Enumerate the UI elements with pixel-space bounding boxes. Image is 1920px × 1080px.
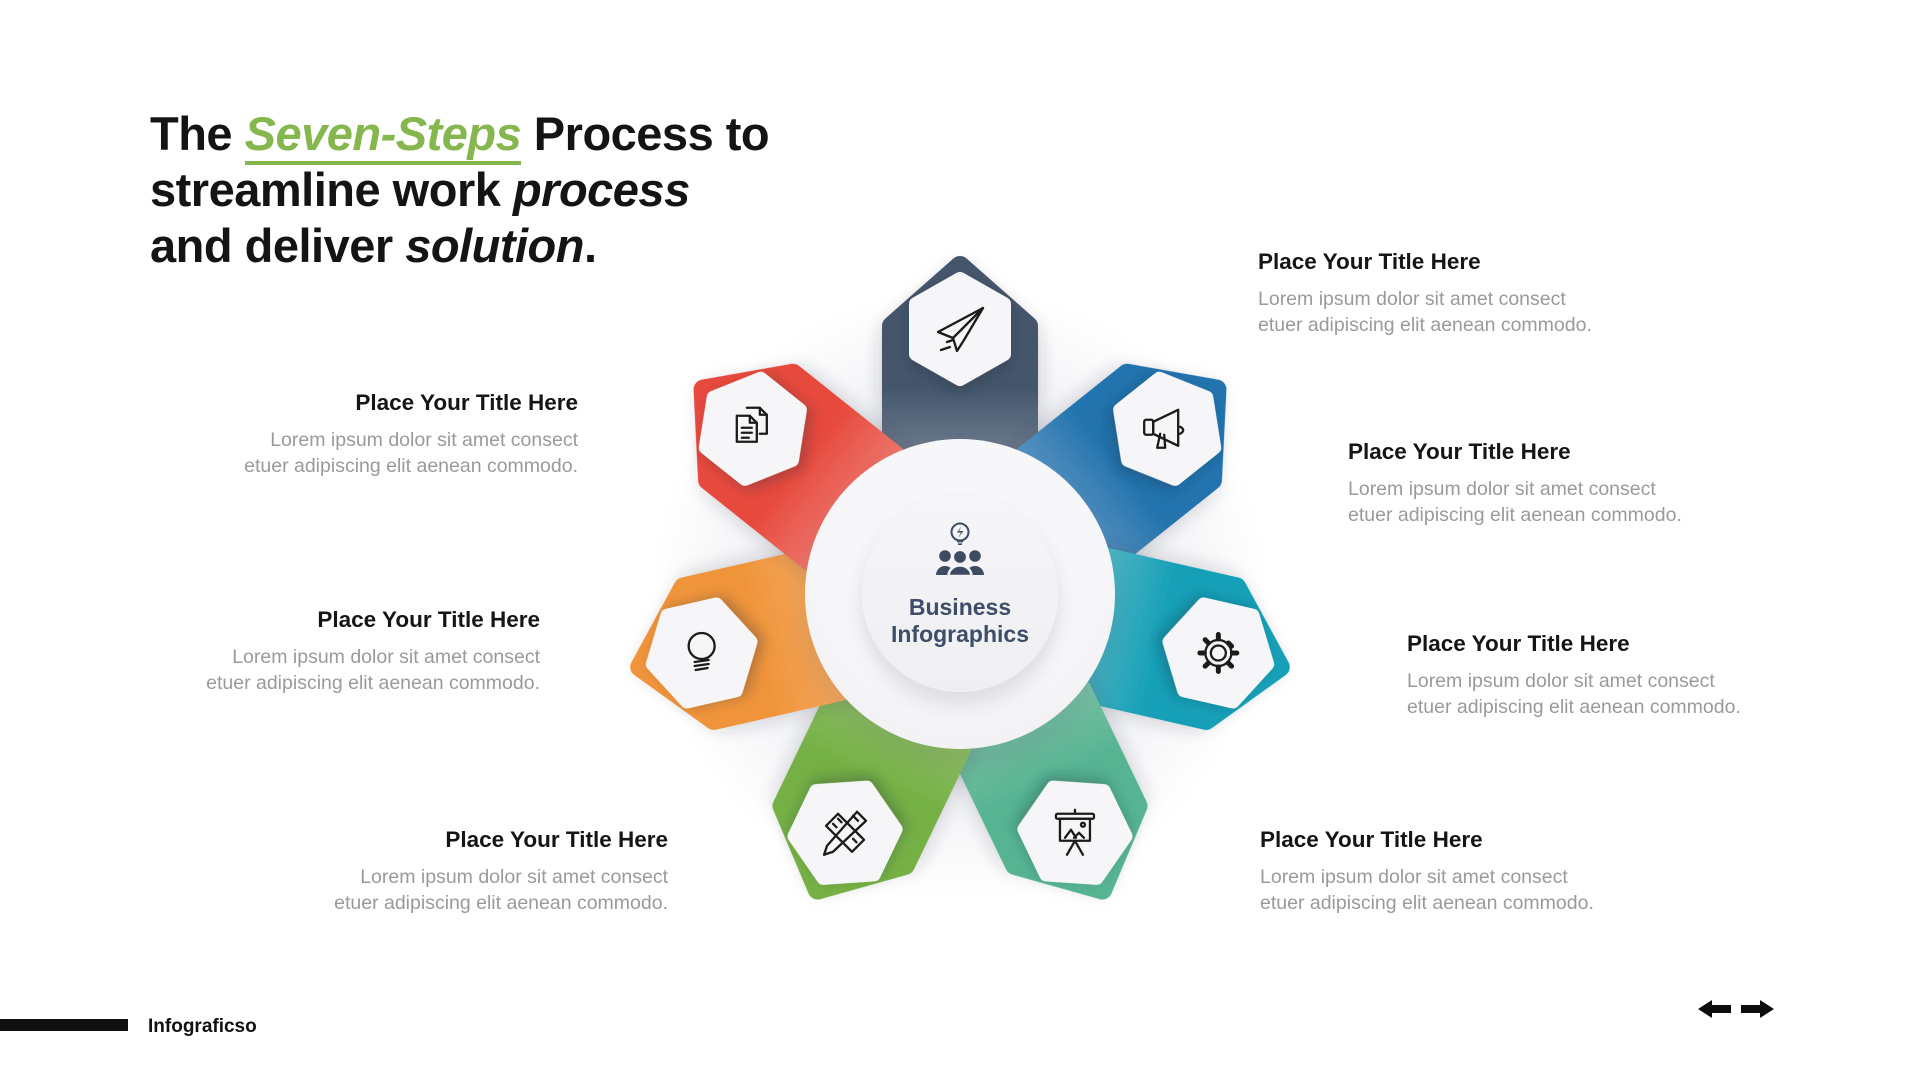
left-arrow-icon — [1698, 1000, 1731, 1018]
brand-label: Infograficso — [148, 1016, 257, 1037]
presentation-board-icon — [1054, 808, 1096, 856]
right-arrow-icon — [1741, 1000, 1774, 1018]
callout-step-4: Place Your Title Here Lorem ipsum dolor … — [1260, 826, 1680, 916]
center-circle: Business Infographics — [862, 496, 1058, 692]
callout-title: Place Your Title Here — [317, 607, 540, 632]
callout-step-7: Place Your Title Here Lorem ipsum dolor … — [158, 389, 578, 479]
callout-step-2: Place Your Title Here Lorem ipsum dolor … — [1348, 438, 1768, 528]
center-label: Business Infographics — [891, 594, 1029, 648]
petal-step-6 — [630, 548, 893, 730]
center-label-line1: Business — [908, 594, 1012, 620]
prev-slide-button[interactable] — [1698, 999, 1732, 1019]
callout-step-1: Place Your Title Here Lorem ipsum dolor … — [1258, 248, 1678, 338]
process-flower-diagram: Business Infographics — [570, 204, 1350, 984]
paper-plane-icon — [936, 306, 985, 353]
callout-title: Place Your Title Here — [445, 827, 668, 852]
callout-title: Place Your Title Here — [1407, 631, 1630, 656]
gear-icon — [1197, 631, 1240, 674]
callout-title: Place Your Title Here — [355, 390, 578, 415]
title-italic: solution — [405, 219, 584, 272]
title-segment: Process to — [521, 107, 770, 160]
callout-title: Place Your Title Here — [1258, 249, 1481, 274]
title-segment: streamline work — [150, 163, 513, 216]
title-segment: . — [583, 219, 597, 272]
title-segment: The — [150, 107, 245, 160]
next-slide-button[interactable] — [1740, 999, 1774, 1019]
callout-title: Place Your Title Here — [1348, 439, 1571, 464]
callout-step-5: Place Your Title Here Lorem ipsum dolor … — [248, 826, 668, 916]
callout-title: Place Your Title Here — [1260, 827, 1483, 852]
title-italic: process — [512, 163, 690, 216]
megaphone-icon — [1143, 408, 1185, 449]
title-highlight: Seven-Steps — [244, 107, 522, 165]
center-label-line2: Infographics — [890, 621, 1029, 647]
callout-step-6: Place Your Title Here Lorem ipsum dolor … — [120, 606, 540, 696]
slide-title: The Seven-Steps Process to streamline wo… — [150, 106, 870, 274]
footer-accent-bar — [0, 1019, 128, 1031]
slide-navigation — [1698, 999, 1776, 1019]
petal-step-5 — [772, 656, 972, 900]
documents-icon — [735, 406, 768, 443]
title-segment: and deliver — [150, 219, 406, 272]
callout-step-3: Place Your Title Here Lorem ipsum dolor … — [1407, 630, 1827, 720]
pencil-ruler-icon — [822, 810, 868, 856]
team-idea-icon — [936, 522, 984, 578]
lightbulb-icon — [687, 631, 716, 672]
